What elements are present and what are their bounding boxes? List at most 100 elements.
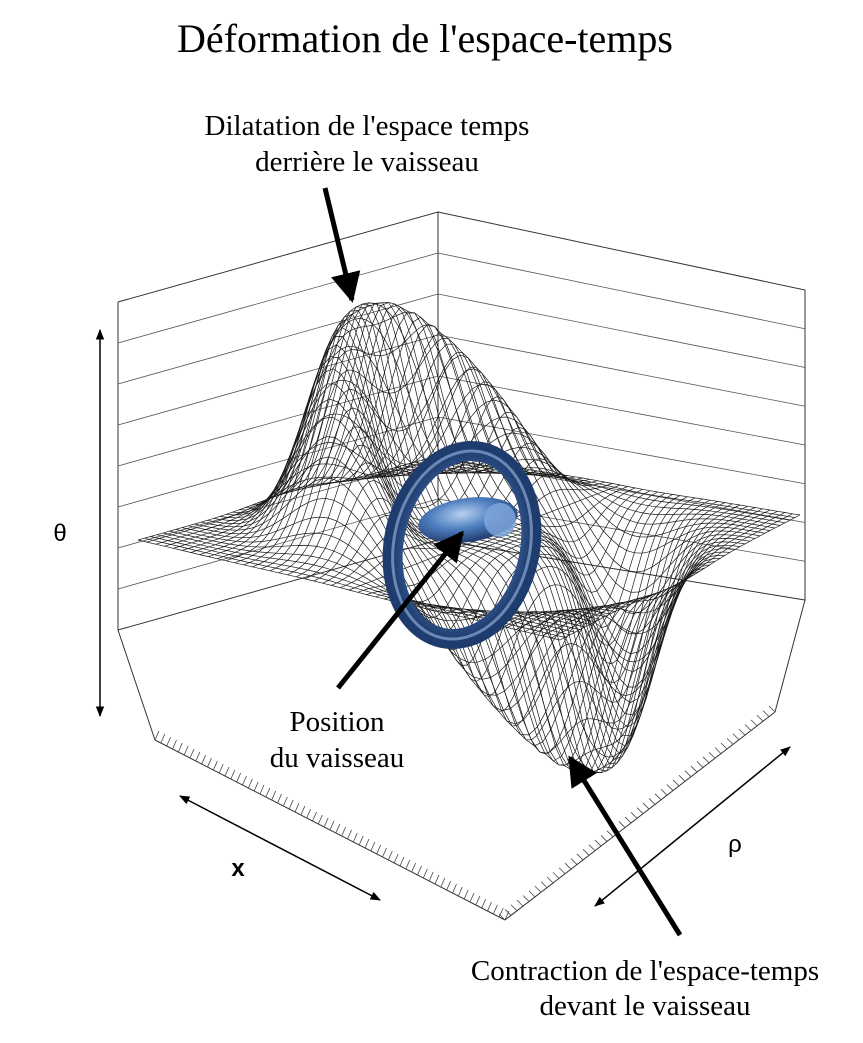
wall-gridline bbox=[437, 375, 806, 446]
wall-gridline bbox=[117, 416, 439, 508]
floor-tick bbox=[522, 895, 530, 902]
floor-tick bbox=[678, 775, 686, 782]
floor-tick bbox=[630, 812, 638, 819]
floor-tick bbox=[768, 705, 776, 713]
floor-tick bbox=[259, 784, 265, 795]
floor-tick bbox=[428, 871, 434, 882]
floor-tick bbox=[732, 733, 740, 741]
floor-tick bbox=[552, 872, 560, 879]
floor-tick bbox=[434, 874, 440, 885]
mesh-line bbox=[395, 447, 766, 554]
wall-gridline bbox=[437, 252, 806, 330]
annotation-contraction-line1: Contraction de l'espace-temps bbox=[471, 955, 819, 987]
mesh-line bbox=[559, 514, 801, 641]
page-title: Déformation de l'espace-temps bbox=[177, 16, 673, 61]
mesh-line bbox=[414, 461, 781, 526]
floor-tick bbox=[376, 844, 382, 855]
floor-tick bbox=[288, 799, 294, 810]
floor-tick bbox=[446, 880, 452, 891]
mesh-line bbox=[421, 459, 786, 524]
floor-right-edge bbox=[504, 711, 776, 921]
floor-tick bbox=[624, 816, 632, 824]
floor-tick bbox=[177, 742, 183, 753]
annotation-dilation-line1: Dilatation de l'espace temps bbox=[205, 110, 530, 142]
floor-tick bbox=[534, 885, 542, 893]
floor-tick bbox=[636, 807, 644, 814]
floor-tick bbox=[726, 738, 734, 745]
floor-tick bbox=[387, 850, 393, 861]
x-axis-arrow bbox=[179, 795, 381, 901]
floor-tick bbox=[588, 844, 596, 851]
floor-tick bbox=[271, 790, 277, 801]
floor-tick bbox=[195, 751, 201, 762]
arrow-contraction bbox=[567, 755, 683, 937]
floor-tick bbox=[469, 892, 475, 903]
floor-tick bbox=[582, 849, 590, 856]
floor-tick bbox=[750, 719, 758, 727]
floor-tick bbox=[335, 823, 341, 834]
floor-tick bbox=[440, 877, 446, 888]
floor-tick bbox=[452, 883, 457, 894]
mesh-line bbox=[507, 507, 756, 696]
floor-tick bbox=[253, 781, 259, 792]
floor-tick bbox=[422, 868, 428, 879]
floor-tick bbox=[294, 802, 300, 813]
mesh-line bbox=[515, 508, 763, 663]
floor-tick bbox=[762, 710, 770, 717]
floor-tick bbox=[570, 858, 578, 865]
floor-tick bbox=[481, 898, 487, 909]
annotation-position-line1: Position bbox=[289, 706, 385, 738]
floor-tick bbox=[528, 890, 536, 898]
mesh-line bbox=[408, 463, 776, 529]
floor-tick bbox=[498, 913, 506, 921]
floor-tick bbox=[756, 714, 764, 722]
back-right-wall bbox=[437, 211, 806, 601]
mesh-line bbox=[498, 505, 748, 730]
floor-tick bbox=[642, 802, 650, 810]
arrow-dilation bbox=[322, 187, 361, 303]
floor-tick bbox=[618, 821, 626, 828]
floor-tick bbox=[224, 766, 230, 777]
floor-tick bbox=[696, 761, 704, 768]
floor-tick bbox=[399, 856, 405, 867]
floor-tick bbox=[341, 826, 347, 837]
rho-axis-label: ρ bbox=[728, 831, 742, 858]
floor-tick bbox=[323, 817, 329, 828]
floor-tick bbox=[606, 830, 614, 838]
floor-tick bbox=[558, 867, 566, 875]
floor-tick bbox=[684, 770, 692, 777]
floor-tick bbox=[510, 904, 518, 912]
mesh-line bbox=[402, 458, 771, 538]
floor-tick bbox=[690, 765, 698, 773]
floor-tick bbox=[317, 814, 323, 825]
floor-tick bbox=[654, 793, 662, 801]
floor-tick bbox=[358, 835, 364, 846]
floor-tick bbox=[594, 839, 602, 847]
floor-tick bbox=[564, 862, 572, 870]
floor-tick bbox=[714, 747, 722, 754]
floor-tick bbox=[600, 835, 608, 842]
floor-tick bbox=[212, 760, 218, 771]
floor-tick bbox=[540, 881, 548, 888]
floor-tick bbox=[708, 751, 716, 759]
floor-tick bbox=[218, 763, 224, 774]
wall-gridline bbox=[117, 375, 439, 467]
floor-tick bbox=[744, 724, 752, 731]
axis-arrows bbox=[95, 328, 791, 907]
floor-tick bbox=[516, 899, 524, 907]
arrow-position bbox=[336, 530, 464, 690]
wall-gridline bbox=[437, 416, 806, 485]
floor-tick bbox=[242, 775, 247, 786]
floor-tick bbox=[282, 796, 288, 807]
floor-tick bbox=[364, 838, 370, 849]
floor-tick bbox=[393, 853, 399, 864]
annotation-contraction-line2: devant le vaisseau bbox=[540, 990, 751, 1022]
floor-tick bbox=[154, 730, 160, 741]
floor-tick bbox=[352, 832, 358, 843]
floor-tick bbox=[487, 901, 492, 912]
floor-ticks bbox=[154, 705, 776, 921]
floor-tick bbox=[417, 865, 422, 876]
floor-tick bbox=[230, 769, 236, 780]
rho-axis-arrow bbox=[594, 746, 791, 907]
